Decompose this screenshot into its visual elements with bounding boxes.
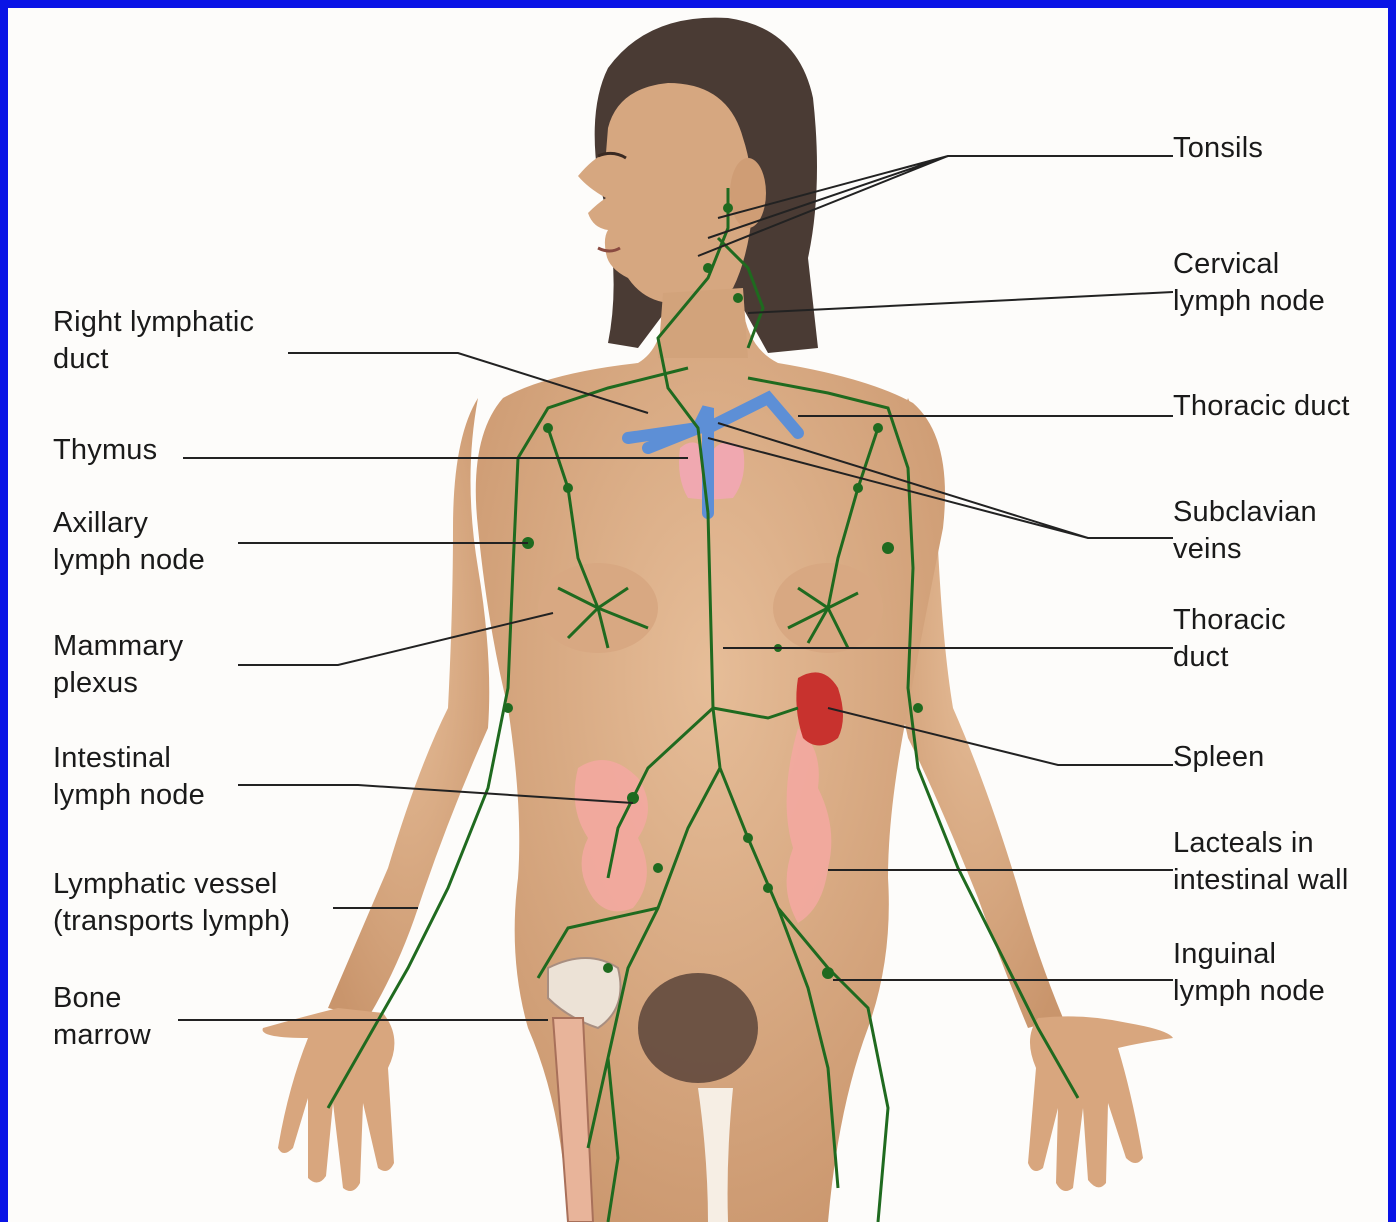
label-subclavian-veins: Subclavian veins [1173, 494, 1317, 568]
ear [730, 158, 766, 228]
label-thoracic-duct-lower: Thoracic duct [1173, 602, 1286, 676]
label-intestinal-lymph-node: Intestinal lymph node [53, 740, 205, 814]
label-thymus: Thymus [53, 432, 157, 469]
label-thoracic-duct-upper: Thoracic duct [1173, 388, 1350, 425]
label-lymphatic-vessel: Lymphatic vessel (transports lymph) [53, 866, 290, 940]
diagram-frame: Right lymphatic duct Thymus Axillary lym… [8, 8, 1388, 1222]
right-arm [328, 398, 489, 1018]
label-cervical-lymph-node: Cervical lymph node [1173, 246, 1325, 320]
label-spleen: Spleen [1173, 739, 1265, 776]
left-hand [1028, 1016, 1173, 1191]
pubic-region [638, 973, 758, 1083]
label-axillary-lymph-node: Axillary lymph node [53, 505, 205, 579]
label-mammary-plexus: Mammary plexus [53, 628, 183, 702]
label-tonsils: Tonsils [1173, 130, 1263, 167]
label-inguinal-lymph-node: Inguinal lymph node [1173, 936, 1325, 1010]
right-hand [263, 1008, 395, 1191]
label-right-lymphatic-duct: Right lymphatic duct [53, 304, 254, 378]
label-bone-marrow: Bone marrow [53, 980, 151, 1054]
label-lacteals: Lacteals in intestinal wall [1173, 825, 1348, 899]
